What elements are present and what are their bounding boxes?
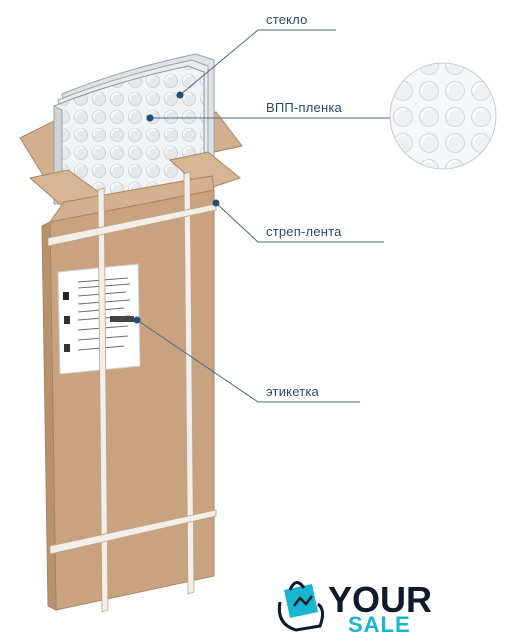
logo-word-sale: SALE	[348, 612, 411, 637]
callout-dot-film	[146, 114, 154, 122]
callout-line-strap	[215, 202, 384, 243]
callout-line-glass	[179, 29, 336, 96]
logo-word-your: YOUR	[328, 579, 432, 620]
callout-dot-glass	[176, 91, 184, 99]
callout-label-tag: этикетка	[266, 384, 320, 399]
callout-dot-tag	[133, 316, 141, 324]
strap-bands	[47, 171, 217, 613]
shopping-bag-hand-icon	[277, 581, 325, 632]
callout-label-strap: стреп-лента	[266, 224, 342, 239]
bubble-film-zoom	[389, 62, 497, 170]
callout-line-tag	[136, 319, 360, 403]
callout-dots	[133, 91, 220, 324]
yoursale-logo: YOUR SALE	[277, 579, 432, 637]
callout-label-glass: стекло	[266, 12, 308, 27]
callout-lines	[136, 29, 390, 403]
callout-dot-strap	[212, 199, 220, 207]
callout-label-film: ВПП-пленка	[266, 100, 342, 115]
